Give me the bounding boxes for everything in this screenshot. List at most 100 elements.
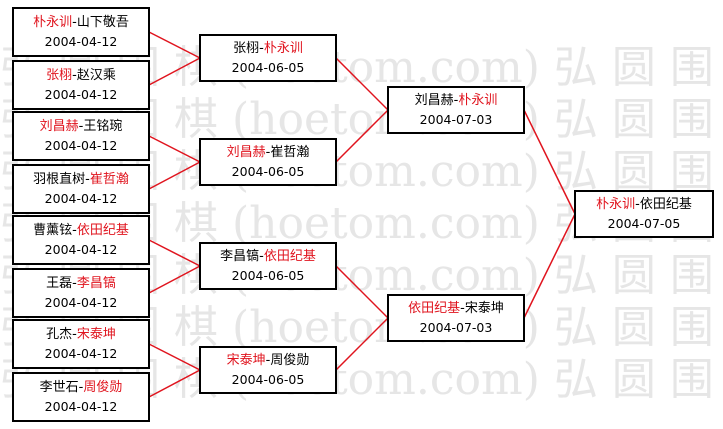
connector-line (148, 31, 201, 59)
match-date: 2004-04-12 (44, 399, 118, 414)
separator: - (265, 145, 271, 160)
player-winner: 崔哲瀚 (89, 172, 129, 187)
player-loser: 李世石 (39, 380, 79, 395)
match-box-r2-4[interactable]: 宋泰坤-周俊勋 2004-06-05 (199, 346, 337, 394)
player-loser: 宋泰坤 (464, 301, 504, 316)
connector-line (148, 265, 201, 294)
match-box-r1-4[interactable]: 羽根直树-崔哲瀚 2004-04-12 (12, 164, 150, 214)
player-loser: 崔哲瀚 (270, 145, 310, 160)
match-players: 李世石-周俊勋 (40, 378, 123, 397)
separator: - (72, 15, 77, 30)
player-loser: 周俊勋 (270, 353, 310, 368)
match-box-r2-3[interactable]: 李昌镐-依田纪基 2004-06-05 (199, 242, 337, 290)
match-players: 刘昌赫-王铭琬 (40, 117, 123, 136)
match-box-r1-3[interactable]: 刘昌赫-王铭琬 2004-04-12 (12, 111, 150, 161)
player-winner: 朴永训 (458, 93, 498, 108)
connector-line (148, 135, 201, 163)
player-winner: 朴永训 (263, 41, 303, 56)
player-loser: 依田纪基 (639, 197, 692, 212)
connector-line (148, 239, 201, 267)
player-loser: 张栩 (233, 41, 260, 56)
connector-line (523, 109, 576, 215)
match-date: 2004-06-05 (231, 372, 305, 387)
match-box-final[interactable]: 朴永训-依田纪基 2004-07-05 (574, 190, 714, 238)
match-box-r1-2[interactable]: 张栩-赵汉乘 2004-04-12 (12, 60, 150, 110)
player-loser: 曹薰铉 (33, 223, 73, 238)
match-date: 2004-07-05 (607, 216, 681, 231)
match-players: 刘昌赫-崔哲瀚 (227, 143, 310, 162)
player-winner: 朴永训 (596, 197, 636, 212)
player-loser: 王铭琬 (83, 119, 123, 134)
match-players: 宋泰坤-周俊勋 (227, 351, 310, 370)
player-winner: 周俊勋 (83, 380, 123, 395)
player-winner: 朴永训 (33, 15, 73, 30)
connector-line (523, 213, 576, 319)
match-date: 2004-06-05 (231, 164, 305, 179)
match-box-r1-6[interactable]: 王磊-李昌镐 2004-04-12 (12, 268, 150, 318)
player-loser: 羽根直树 (33, 172, 86, 187)
player-winner: 刘昌赫 (226, 145, 266, 160)
player-winner: 宋泰坤 (76, 327, 116, 342)
match-box-r1-1[interactable]: 朴永训-山下敬吾 2004-04-12 (12, 7, 150, 57)
match-players: 张栩-朴永训 (233, 39, 303, 58)
separator: - (72, 223, 77, 238)
player-loser: 李昌镐 (220, 249, 260, 264)
match-players: 曹薰铉-依田纪基 (33, 221, 129, 240)
match-date: 2004-04-12 (44, 295, 118, 310)
separator: - (78, 119, 84, 134)
separator: - (72, 68, 77, 83)
player-winner: 张栩 (46, 68, 73, 83)
match-date: 2004-04-12 (44, 191, 118, 206)
player-winner: 刘昌赫 (39, 119, 79, 134)
match-players: 李昌镐-依田纪基 (220, 247, 316, 266)
connector-line (335, 57, 389, 111)
player-loser: 孔杰 (46, 327, 73, 342)
separator: - (85, 172, 90, 187)
connector-line (335, 109, 389, 163)
player-winner: 依田纪基 (76, 223, 129, 238)
match-date: 2004-07-03 (419, 320, 493, 335)
match-box-r2-1[interactable]: 张栩-朴永训 2004-06-05 (199, 34, 337, 82)
separator: - (635, 197, 640, 212)
match-date: 2004-04-12 (44, 87, 118, 102)
player-winner: 宋泰坤 (226, 353, 266, 368)
match-players: 刘昌赫-朴永训 (415, 91, 498, 110)
connector-line (148, 57, 201, 86)
match-box-r3-2[interactable]: 依田纪基-宋泰坤 2004-07-03 (387, 294, 525, 342)
separator: - (265, 353, 271, 368)
match-date: 2004-06-05 (231, 268, 305, 283)
match-box-r1-8[interactable]: 李世石-周俊勋 2004-04-12 (12, 372, 150, 422)
match-date: 2004-04-12 (44, 346, 118, 361)
connector-line (335, 317, 389, 371)
connector-line (148, 343, 201, 371)
player-winner: 依田纪基 (263, 249, 316, 264)
separator: - (78, 380, 84, 395)
match-date: 2004-04-12 (44, 34, 118, 49)
separator: - (72, 276, 77, 291)
separator: - (460, 301, 465, 316)
player-loser: 刘昌赫 (414, 93, 454, 108)
connector-line (148, 369, 201, 398)
player-loser: 赵汉乘 (76, 68, 116, 83)
player-loser: 王磊 (46, 276, 73, 291)
connector-line (335, 265, 389, 319)
match-players: 张栩-赵汉乘 (46, 66, 116, 85)
match-date: 2004-04-12 (44, 138, 118, 153)
separator: - (259, 249, 264, 264)
separator: - (259, 41, 264, 56)
separator: - (453, 93, 459, 108)
match-date: 2004-04-12 (44, 242, 118, 257)
separator: - (72, 327, 77, 342)
match-date: 2004-06-05 (231, 60, 305, 75)
match-box-r1-5[interactable]: 曹薰铉-依田纪基 2004-04-12 (12, 215, 150, 265)
match-players: 依田纪基-宋泰坤 (408, 299, 504, 318)
player-loser: 山下敬吾 (76, 15, 129, 30)
match-box-r2-2[interactable]: 刘昌赫-崔哲瀚 2004-06-05 (199, 138, 337, 186)
match-players: 孔杰-宋泰坤 (46, 325, 116, 344)
player-winner: 李昌镐 (76, 276, 116, 291)
match-box-r1-7[interactable]: 孔杰-宋泰坤 2004-04-12 (12, 319, 150, 369)
match-players: 朴永训-山下敬吾 (33, 13, 129, 32)
match-players: 羽根直树-崔哲瀚 (33, 170, 129, 189)
match-box-r3-1[interactable]: 刘昌赫-朴永训 2004-07-03 (387, 86, 525, 134)
